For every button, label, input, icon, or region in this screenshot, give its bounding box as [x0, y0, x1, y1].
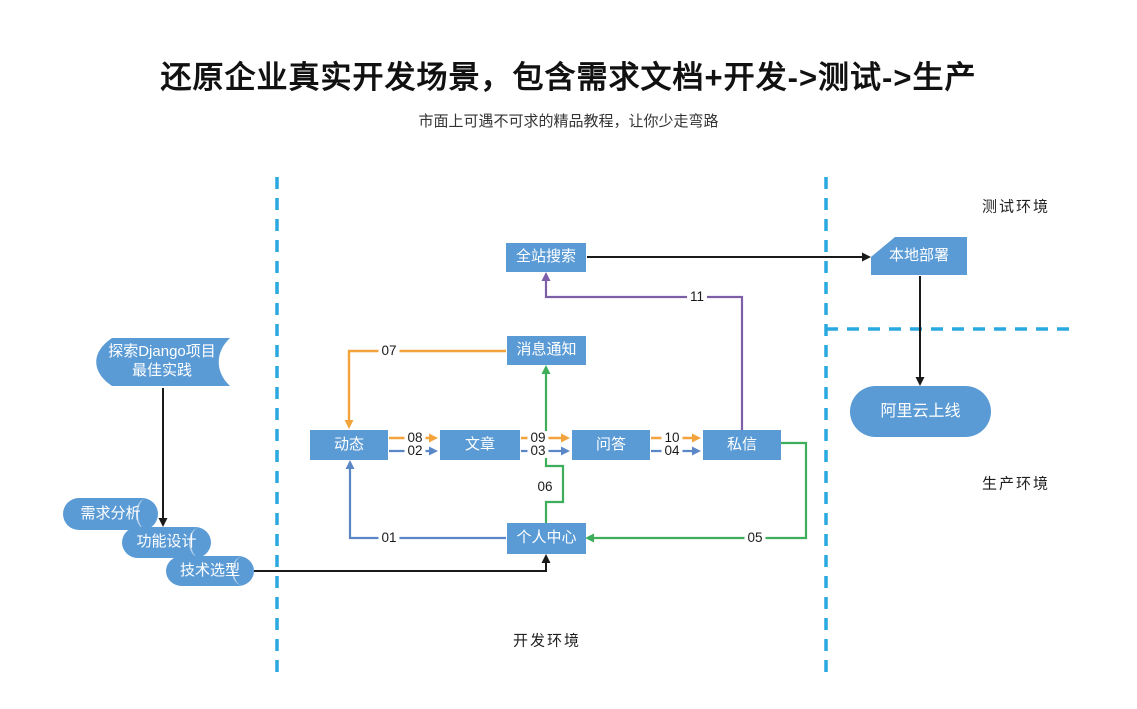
- edge-label-04: 04: [661, 444, 683, 458]
- edge-label-11: 11: [686, 290, 708, 304]
- node-aliyun-launch: 阿里云上线: [850, 386, 991, 437]
- edge-label-10: 10: [661, 431, 683, 445]
- node-site-search: 全站搜索: [506, 243, 586, 272]
- page-title: 还原企业真实开发场景，包含需求文档+开发->测试->生产: [160, 60, 977, 95]
- region-label-prod-env: 生产环境: [981, 475, 1051, 493]
- edge-label-06: 06: [534, 480, 556, 494]
- node-qa: 问答: [572, 430, 650, 460]
- node-message-notify: 消息通知: [507, 336, 586, 365]
- node-user-center: 个人中心: [507, 523, 586, 554]
- node-local-deploy: 本地部署: [871, 237, 967, 275]
- edge-label-05: 05: [744, 531, 766, 545]
- edge-label-02: 02: [404, 444, 426, 458]
- edge-label-09: 09: [527, 431, 549, 445]
- edge-01-profile-to-feed: [345, 460, 506, 540]
- node-explore-line2: 最佳实践: [131, 362, 192, 379]
- node-feed: 动态: [310, 430, 388, 460]
- node-tech-selection: 技术选型: [166, 556, 254, 586]
- explore-node-shape: [96, 338, 230, 386]
- node-article: 文章: [440, 430, 520, 460]
- edge-06-profile-to-notify: [541, 365, 565, 523]
- edge-label-08: 08: [404, 431, 426, 445]
- edge-label-03: 03: [527, 444, 549, 458]
- node-private-message: 私信: [703, 430, 781, 460]
- node-function-design: 功能设计: [122, 527, 211, 558]
- edge-11-message-to-search: [541, 272, 744, 430]
- region-label-dev-env: 开发环境: [512, 632, 582, 650]
- edge-05-message-to-profile: [585, 441, 808, 543]
- page-subtitle: 市面上可遇不可求的精品教程，让你少走弯路: [418, 113, 719, 130]
- edge-label-01: 01: [378, 531, 400, 545]
- region-label-test-env: 测试环境: [981, 198, 1051, 216]
- edge-label-07: 07: [378, 344, 400, 358]
- edge-07-notify-to-feed: [344, 349, 506, 429]
- edge-tech-to-profile: [254, 554, 551, 572]
- node-explore-line1: 探索Django项目: [108, 343, 216, 361]
- node-requirement-analysis: 需求分析: [63, 498, 158, 530]
- node-explore-django: 探索Django项目 最佳实践: [92, 336, 232, 388]
